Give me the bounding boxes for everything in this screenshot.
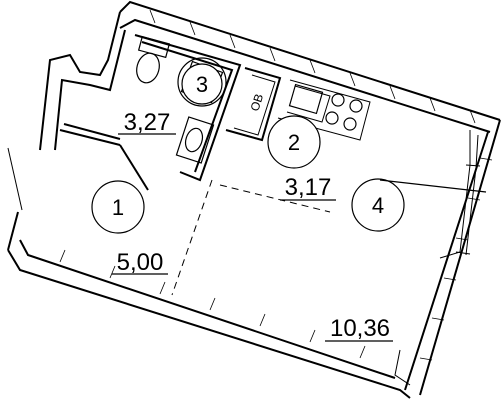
appliance-label: ОВ	[248, 92, 267, 113]
room-4-number: 4	[372, 193, 384, 218]
room-2-area: 3,17	[285, 174, 332, 201]
wall-hatching	[59, 9, 493, 361]
kitchen-walls	[225, 67, 371, 142]
room-2: 2 3,17	[267, 115, 336, 201]
room-3-number: 3	[196, 72, 208, 97]
room-4-area: 10,36	[330, 315, 390, 342]
room-2-number: 2	[288, 130, 300, 155]
room-3: 3 3,27	[118, 63, 223, 136]
room-3-area: 3,27	[124, 109, 171, 136]
room-1-area: 5,00	[117, 249, 164, 276]
window	[394, 130, 481, 386]
room-1-number: 1	[112, 195, 124, 220]
room-1: 1 5,00	[91, 180, 168, 276]
bathroom-walls	[59, 34, 242, 191]
outer-walls	[7, 0, 501, 399]
zone-boundaries	[171, 179, 331, 296]
room-4: 4 10,36	[325, 178, 487, 342]
